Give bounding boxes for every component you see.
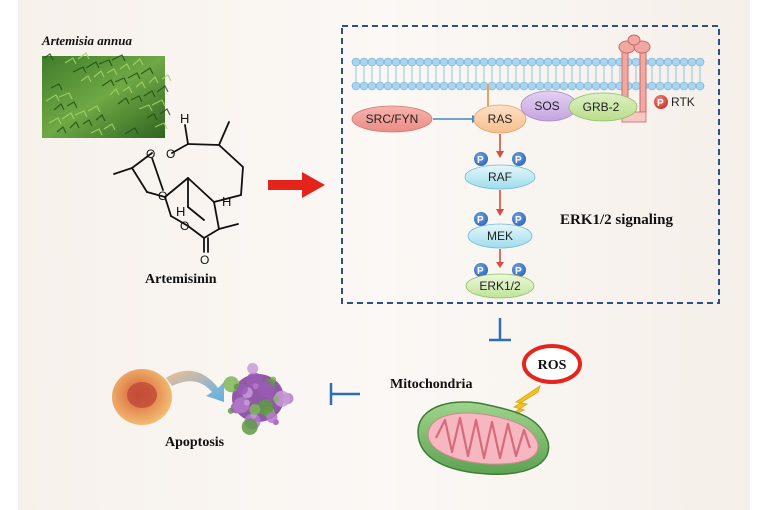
erk-node	[465, 273, 535, 299]
mek-phospho-right-label: P	[515, 215, 522, 226]
mitochondria-icon	[417, 401, 550, 475]
raf-phospho-right-icon	[512, 152, 526, 166]
apoptosis-label: Apoptosis	[165, 435, 225, 450]
mek-phospho-right-icon	[512, 212, 526, 226]
erk-phospho-right-icon	[512, 263, 526, 277]
activation-arrow	[268, 172, 325, 198]
sos-label: SOS	[534, 99, 559, 113]
ros-label: ROS	[538, 358, 567, 373]
artemisinin-structure	[113, 121, 244, 253]
compound-name: Artemisinin	[145, 272, 217, 287]
atom-h-right: H	[222, 194, 231, 209]
mek-phospho-left-label: P	[477, 215, 484, 226]
plant-name: Artemisia annua	[41, 33, 132, 48]
apoptosis-inhibition-bar	[329, 383, 360, 405]
rtk-label: RTK	[671, 95, 695, 109]
raf-phospho-left-label: P	[477, 155, 484, 166]
src-fyn-label: SRC/FYN	[366, 112, 419, 126]
raf-node	[464, 164, 536, 190]
atom-h-top: H	[180, 111, 189, 126]
erk-phospho-left-label: P	[477, 266, 484, 277]
raf-phospho-right-label: P	[515, 155, 522, 166]
raf-phospho-left-icon	[474, 152, 488, 166]
plant-photo	[42, 52, 172, 138]
pathway-box	[341, 25, 720, 304]
mek-phospho-left-icon	[474, 212, 488, 226]
rtk-phospho-icon	[654, 95, 668, 109]
mitochondria-label: Mitochondria	[390, 377, 472, 392]
apoptosis-transition-arrow	[166, 370, 224, 402]
rtk-receptor	[618, 34, 651, 123]
raf-to-mek-arrowhead	[496, 209, 504, 216]
pathway-title: ERK1/2 signaling	[560, 212, 673, 228]
atom-o-ring-left: O	[146, 147, 155, 161]
atom-h-bottom-left: H	[176, 204, 185, 219]
src-fyn-node	[351, 105, 433, 133]
atom-o-bridge: O	[158, 189, 167, 203]
erk-phospho-right-label: P	[515, 266, 522, 277]
erk-phospho-left-icon	[474, 263, 488, 277]
ros-ring	[522, 344, 582, 384]
pathway-inhibition-bar	[489, 318, 511, 342]
apoptotic-cell-icon	[223, 362, 294, 435]
mek-to-erk-arrowhead	[496, 262, 504, 268]
grb2-label: GRB-2	[583, 100, 620, 114]
atom-o-ring-right: O	[166, 147, 175, 161]
healthy-cell-icon	[112, 369, 172, 425]
ras-node	[473, 104, 527, 134]
rtk-phospho-label: P	[657, 98, 664, 109]
ras-label: RAS	[488, 112, 513, 126]
cell-membrane	[351, 57, 705, 91]
atom-o-carbonyl: O	[200, 253, 209, 267]
raf-label: RAF	[488, 170, 512, 184]
mek-label: MEK	[487, 229, 513, 243]
atom-o-lower: O	[180, 219, 189, 233]
mek-node	[467, 223, 533, 249]
erk-label: ERK1/2	[479, 279, 521, 293]
ras-to-raf-arrowhead	[496, 151, 504, 158]
grb2-node	[568, 92, 638, 122]
